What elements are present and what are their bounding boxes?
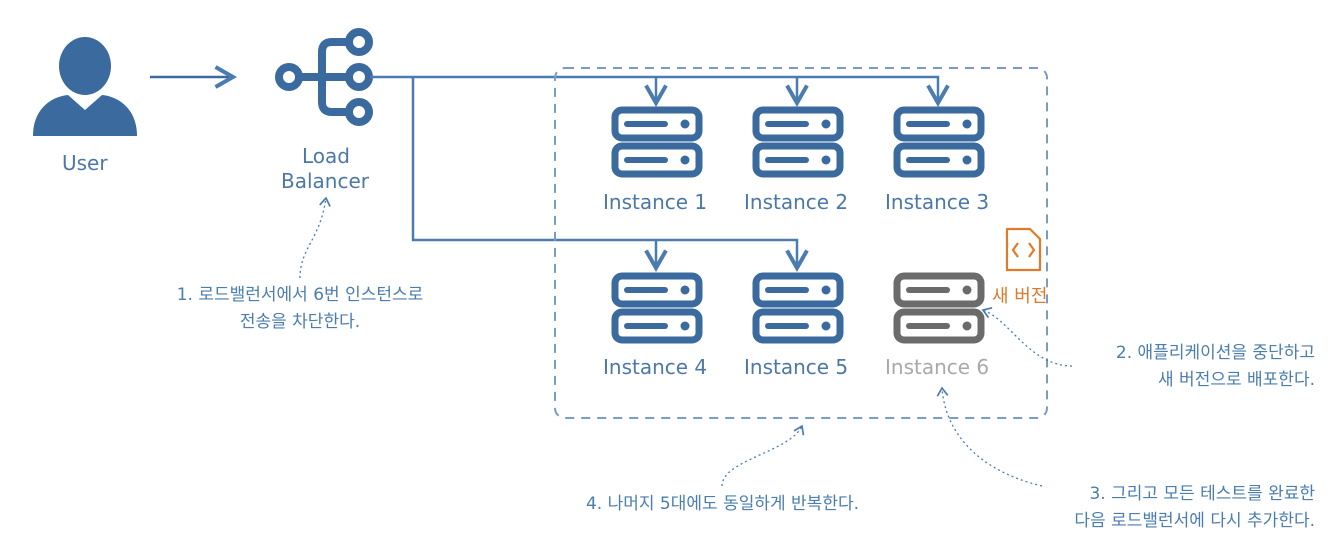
step2-note: 2. 애플리케이션을 중단하고 새 버전으로 배포한다. bbox=[1050, 340, 1315, 394]
instance-4-label: Instance 4 bbox=[603, 355, 708, 379]
user-icon bbox=[33, 37, 137, 136]
new-version-label: 새 버전 bbox=[992, 286, 1048, 307]
user-label: User bbox=[62, 151, 108, 175]
step2-line2: 새 버전으로 배포한다. bbox=[1158, 370, 1315, 390]
code-file-icon bbox=[1005, 227, 1042, 272]
annotation-curves bbox=[299, 196, 1073, 487]
server-3-icon bbox=[897, 110, 981, 174]
load-balancer-label-line1: Load bbox=[302, 144, 350, 168]
instance-1-label: Instance 1 bbox=[603, 190, 708, 214]
step1-note: 1. 로드밸런서에서 6번 인스턴스로 전송을 차단한다. bbox=[150, 282, 450, 336]
server-2-icon bbox=[756, 110, 840, 174]
server-6-icon bbox=[897, 276, 981, 340]
step1-line2: 전송을 차단한다. bbox=[239, 312, 361, 332]
routing-lines bbox=[370, 75, 950, 273]
step3-note: 3. 그리고 모든 테스트를 완료한 다음 로드밸런서에 다시 추가한다. bbox=[1010, 481, 1315, 535]
step1-line1: 1. 로드밸런서에서 6번 인스턴스로 bbox=[176, 285, 424, 305]
load-balancer-icon bbox=[275, 28, 373, 126]
instance-6-label: Instance 6 bbox=[885, 355, 990, 379]
step4-line1: 4. 나머지 5대에도 동일하게 반복한다. bbox=[585, 494, 859, 514]
server-1-icon bbox=[615, 110, 699, 174]
step3-line1: 3. 그리고 모든 테스트를 완료한 bbox=[1089, 484, 1315, 504]
server-5-icon bbox=[756, 276, 840, 340]
instance-3-label: Instance 3 bbox=[885, 190, 990, 214]
step3-line2: 다음 로드밸런서에 다시 추가한다. bbox=[1074, 511, 1315, 531]
instance-2-label: Instance 2 bbox=[744, 190, 849, 214]
instance-5-label: Instance 5 bbox=[744, 355, 849, 379]
step4-note: 4. 나머지 5대에도 동일하게 반복한다. bbox=[555, 491, 890, 518]
load-balancer-label-line2: Balancer bbox=[281, 169, 369, 193]
server-4-icon bbox=[615, 276, 699, 340]
step2-line1: 2. 애플리케이션을 중단하고 bbox=[1115, 343, 1315, 363]
